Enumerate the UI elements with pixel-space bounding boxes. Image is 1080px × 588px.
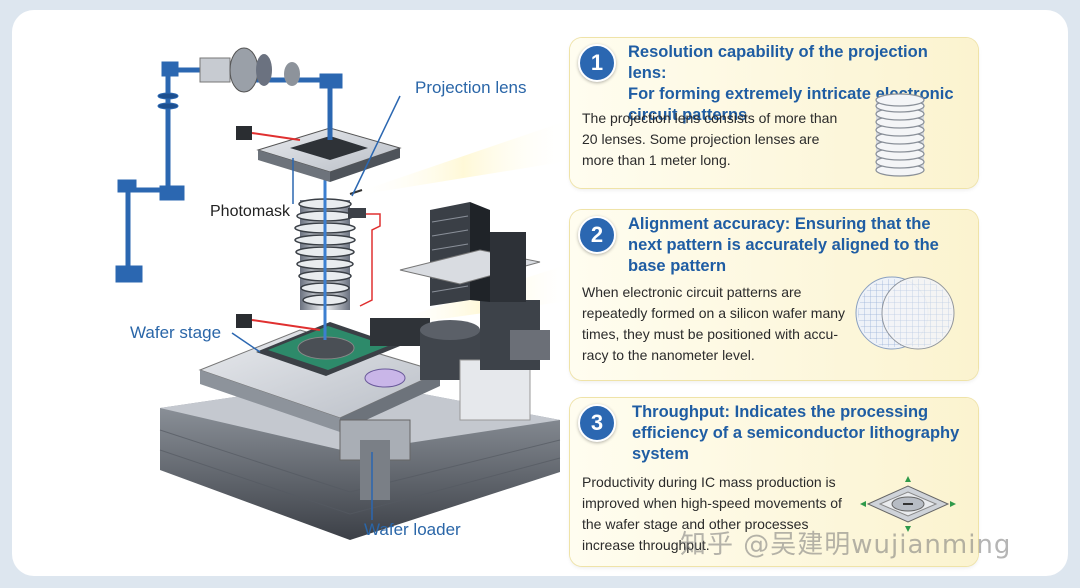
card-number-badge: 3 bbox=[578, 404, 616, 442]
card-title: Resolution capability of the projection … bbox=[628, 43, 954, 124]
label-projection-lens: Projection lens bbox=[415, 78, 527, 97]
callout-beam-1 bbox=[352, 118, 575, 196]
card-body: Productivity during IC mass production i… bbox=[582, 474, 842, 553]
card-title: Alignment accuracy: Ensuring that the ne… bbox=[628, 215, 939, 275]
card-number-badge: 1 bbox=[578, 44, 616, 82]
leader-projection-lens bbox=[351, 95, 401, 197]
label-wafer-stage: Wafer stage bbox=[130, 323, 222, 342]
label-photomask: Photomask bbox=[210, 203, 291, 220]
moving-stage-icon bbox=[860, 476, 956, 532]
overlapping-wafers-icon bbox=[855, 276, 955, 350]
label-wafer-loader: Wafer loader bbox=[364, 520, 461, 539]
watermark: 知乎 @吴建明wujianming bbox=[680, 530, 1012, 560]
card-body: When electronic circuit patterns are rep… bbox=[582, 284, 846, 363]
info-card-alignment: 2 Alignment accuracy: Ensuring that the … bbox=[570, 210, 978, 380]
leader-wafer-stage bbox=[231, 332, 261, 353]
card-number-badge: 2 bbox=[578, 216, 616, 254]
card-title: Throughput: Indicates the processing eff… bbox=[632, 403, 960, 463]
info-card-resolution: 1 Resolution capability of the projectio… bbox=[570, 38, 978, 188]
info-card-throughput: 3 Throughput: Indicates the processing e… bbox=[570, 398, 978, 566]
wafer-disc-icon bbox=[364, 368, 406, 388]
lens-stack-icon bbox=[875, 93, 925, 177]
projection-lens-column bbox=[294, 140, 356, 340]
card-body: The projection lens consists of more tha… bbox=[582, 110, 838, 168]
illumination-optics bbox=[115, 61, 343, 283]
